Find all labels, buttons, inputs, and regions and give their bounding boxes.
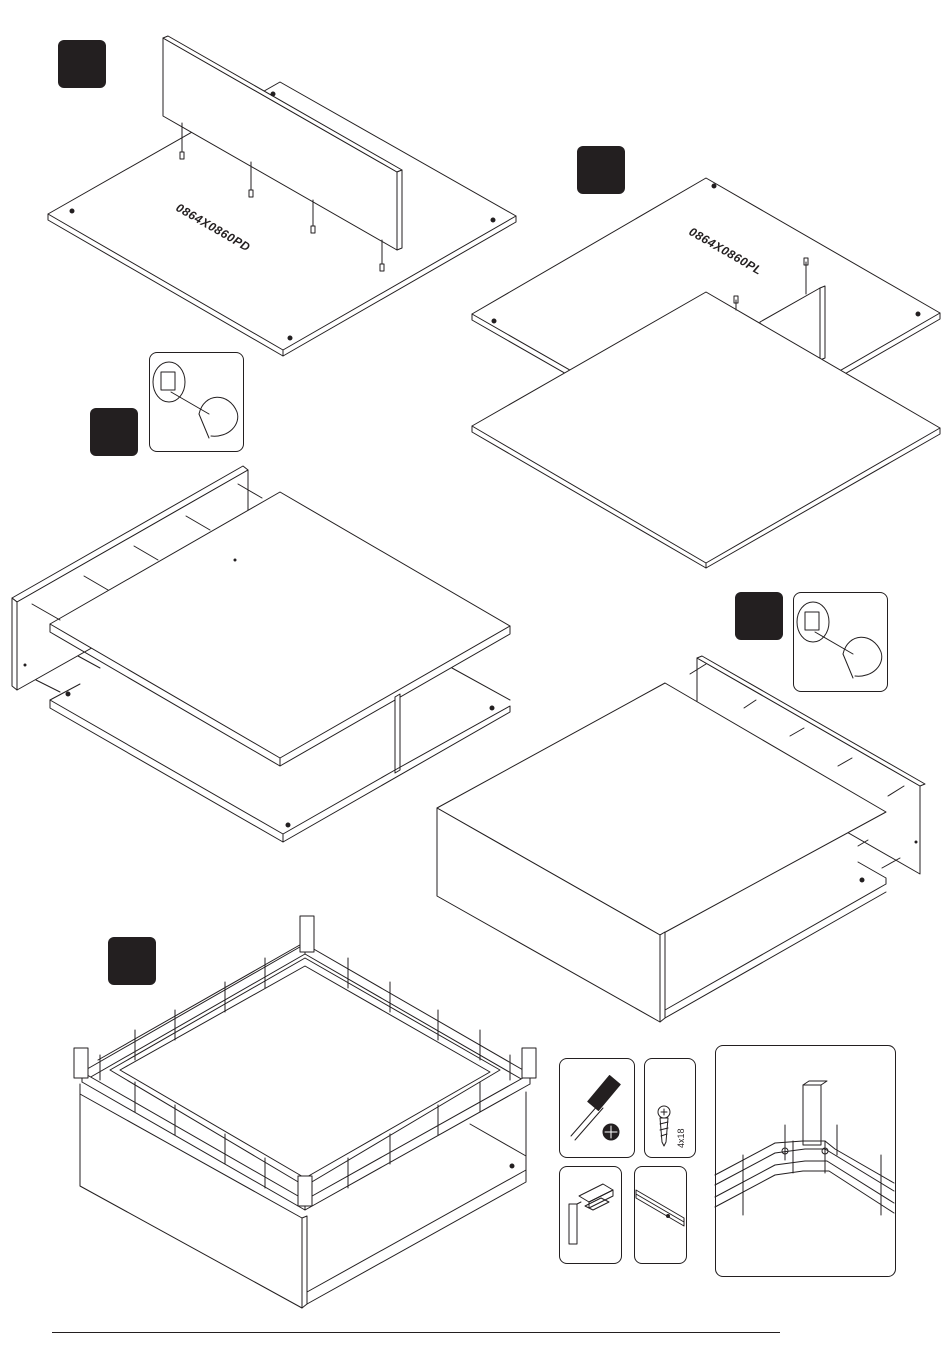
step-1-drawing: 0864X0860PD xyxy=(48,36,516,356)
frame-rail-back-right xyxy=(305,944,530,1084)
corner-bracket-icon xyxy=(569,1184,613,1244)
step-2-drawing: 0864X0860PL xyxy=(472,178,940,568)
screw-icon: 4x18 xyxy=(658,1106,686,1148)
frame-rail-front-right xyxy=(305,1074,530,1210)
step-3-drawing xyxy=(12,466,510,842)
cam-lock-tighten-icon xyxy=(153,362,238,438)
upper-panel xyxy=(50,492,510,758)
screwdriver-icon xyxy=(571,1075,620,1140)
cam-lock-tighten-icon-2 xyxy=(797,602,882,678)
screw-spec-label: 4x18 xyxy=(676,1128,686,1148)
bottom-panel-code: 0864X0860PD xyxy=(174,200,253,254)
top-panel-code: 0864X0860PL xyxy=(687,224,765,277)
rail-icon xyxy=(636,1190,684,1226)
step-5-drawing xyxy=(74,916,536,1308)
bottom-assembly-panel xyxy=(472,292,940,563)
footer-rule xyxy=(52,1332,780,1333)
frame-rail-back-left xyxy=(82,944,305,1082)
corner-detail-drawing xyxy=(715,1081,894,1215)
cabinet-front xyxy=(80,1094,302,1308)
